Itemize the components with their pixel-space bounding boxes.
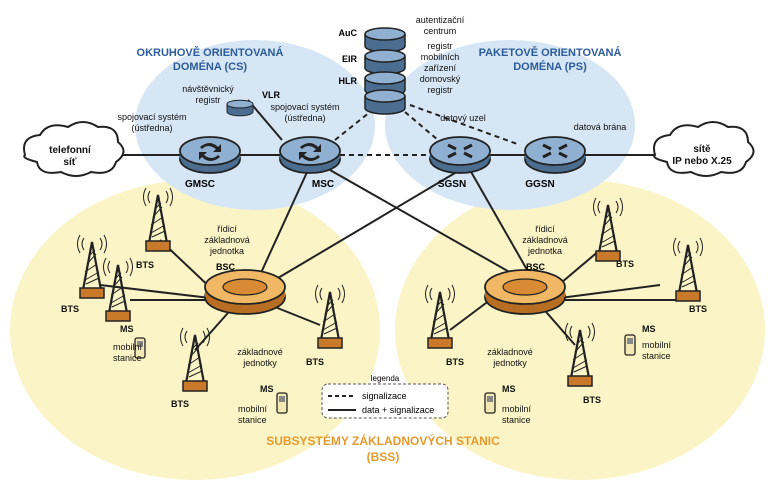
ms-desc-2: stanice — [502, 415, 531, 425]
ms-desc-1: mobilní — [113, 342, 143, 352]
switch-desc-right-2: (ústředna) — [284, 113, 325, 123]
bss-title-1: SUBSYSTÉMY ZÁKLADNOVÝCH STANIC — [266, 433, 500, 448]
bts-left-desc-2: jednotky — [242, 358, 277, 368]
bsc-left-desc-3: jednotka — [209, 246, 244, 256]
pstn-cloud — [23, 121, 125, 177]
bts-label: BTS — [583, 395, 601, 405]
switch-desc-right-1: spojovací systém — [270, 102, 339, 112]
signal-links — [334, 104, 521, 156]
bts-label: BTS — [171, 399, 189, 409]
msc-node — [279, 136, 341, 174]
bts-left-desc-1: základnové — [237, 347, 283, 357]
ms-label: MS — [642, 324, 656, 334]
ms-label: MS — [260, 384, 274, 394]
switch-desc-left-2: (ústředna) — [131, 123, 172, 133]
bts-label: BTS — [306, 357, 324, 367]
msc-label: MSC — [312, 179, 334, 190]
mobile-station — [484, 392, 496, 414]
eir-desc-1: registr — [427, 41, 452, 51]
legend-signal: signalizace — [362, 391, 407, 401]
hlr-desc-2: registr — [427, 85, 452, 95]
external-network-label-2: IP nebo X.25 — [672, 156, 732, 167]
vlr-desc-2: registr — [195, 95, 220, 105]
ms-desc-2: stanice — [113, 353, 142, 363]
vlr-label: VLR — [262, 90, 281, 100]
ms-desc-1: mobilní — [642, 340, 672, 350]
pstn-label-1: telefonní — [49, 145, 92, 156]
bsc-left-label: BSC — [216, 262, 236, 272]
data-node-label: datový uzel — [440, 113, 486, 123]
bsc-left — [204, 269, 286, 315]
bsc-right-desc-3: jednotka — [527, 246, 562, 256]
legend-title: legenda — [371, 374, 400, 383]
ggsn-node — [524, 136, 586, 174]
legend: legenda signalizace data + signalizace — [321, 374, 449, 419]
ps-domain-title-2: DOMÉNA (PS) — [513, 60, 587, 73]
eir-label: EIR — [342, 54, 358, 64]
hlr-database-2 — [364, 89, 406, 115]
auc-desc-1: autentizační — [416, 15, 465, 25]
cs-domain-title-2: DOMÉNA (CS) — [173, 60, 247, 73]
gmsc-node — [179, 136, 241, 174]
bsc-right-desc-1: řídicí — [535, 224, 555, 234]
eir-desc-3: zařízení — [424, 63, 457, 73]
legend-data: data + signalizace — [362, 405, 434, 415]
bsc-right — [484, 269, 566, 315]
bts-label: BTS — [61, 304, 79, 314]
mobile-station — [624, 334, 636, 356]
vlr-desc-1: návštěvnický — [182, 84, 234, 94]
eir-desc-2: mobilních — [421, 52, 460, 62]
external-network-label-1: sítě — [693, 144, 711, 155]
sgsn-label: SGSN — [438, 179, 466, 190]
bts-label: BTS — [689, 304, 707, 314]
bts-right-desc-2: jednotky — [492, 358, 527, 368]
ms-label: MS — [120, 324, 134, 334]
external-network-cloud — [653, 121, 755, 177]
ms-desc-1: mobilní — [502, 404, 532, 414]
auc-database — [364, 27, 406, 53]
auc-label: AuC — [339, 28, 358, 38]
pstn-label-2: síť — [63, 157, 76, 168]
ggsn-label: GGSN — [525, 179, 554, 190]
bts-right-desc-1: základnové — [487, 347, 533, 357]
hlr-label: HLR — [339, 76, 358, 86]
bts-label: BTS — [446, 357, 464, 367]
vlr-database — [226, 99, 254, 117]
bsc-right-desc-2: základnová — [522, 235, 568, 245]
bsc-left-desc-2: základnová — [204, 235, 250, 245]
hlr-desc-1: domovský — [420, 74, 461, 84]
switch-desc-left-1: spojovací systém — [117, 112, 186, 122]
mobile-station — [276, 392, 288, 414]
cs-domain-title-1: OKRUHOVĚ ORIENTOVANÁ — [137, 46, 284, 59]
data-links — [99, 99, 680, 351]
bts-label: BTS — [616, 259, 634, 269]
bts-label: BTS — [136, 260, 154, 270]
bsc-left-desc-1: řídicí — [217, 224, 237, 234]
ms-desc-2: stanice — [238, 415, 267, 425]
gmsc-label: GMSC — [185, 179, 215, 190]
ms-desc-1: mobilní — [238, 404, 268, 414]
bss-title-2: (BSS) — [367, 450, 400, 464]
gateway-label: datová brána — [574, 122, 627, 132]
sgsn-node — [429, 136, 491, 174]
ms-desc-2: stanice — [642, 351, 671, 361]
ms-label: MS — [502, 384, 516, 394]
eir-database — [364, 49, 406, 75]
auc-desc-2: centrum — [424, 26, 457, 36]
ps-domain-title-1: PAKETOVĚ ORIENTOVANÁ — [479, 46, 622, 59]
bsc-right-label: BSC — [526, 262, 546, 272]
